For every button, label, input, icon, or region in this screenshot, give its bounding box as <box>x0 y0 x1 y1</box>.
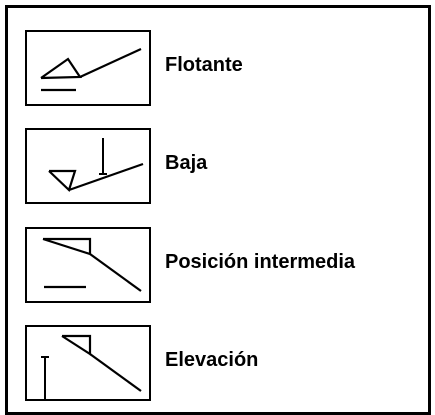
mode-row-elevacion: Elevación <box>8 325 428 403</box>
mode-label-baja: Baja <box>165 152 208 174</box>
mode-label-intermedia: Posición intermedia <box>165 251 356 273</box>
mode-row-intermedia: Posición intermedia <box>8 227 428 305</box>
floating-mode-icon <box>25 30 151 106</box>
mode-row-flotante: Flotante <box>8 30 428 108</box>
mode-row-baja: Baja <box>8 128 428 206</box>
lower-mode-drawing <box>48 138 144 193</box>
intermediate-position-icon <box>25 227 151 303</box>
lower-mode-icon <box>25 128 151 204</box>
mode-legend-panel: Flotante Baja Posición intermedia <box>5 5 431 415</box>
mode-label-elevacion: Elevación <box>165 349 259 371</box>
intermediate-position-drawing <box>42 237 142 292</box>
raise-mode-drawing <box>41 334 142 399</box>
raise-mode-icon <box>25 325 151 401</box>
floating-mode-drawing <box>40 48 142 92</box>
mode-label-flotante: Flotante <box>165 54 243 76</box>
